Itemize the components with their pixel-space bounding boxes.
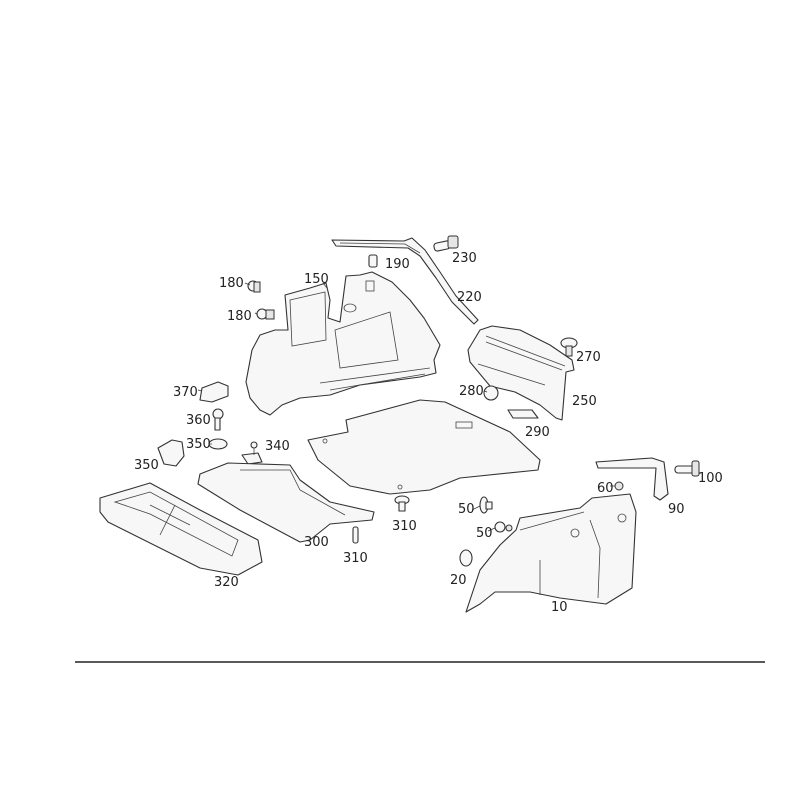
label-220: 220 (457, 290, 482, 305)
label-230: 230 (452, 251, 477, 266)
label-180-lower: 180 (227, 309, 252, 324)
part-280-clip[interactable] (483, 385, 499, 401)
part-230-clip[interactable] (433, 235, 459, 252)
part-320-storage-tray[interactable] (99, 482, 263, 576)
label-100: 100 (698, 471, 723, 486)
label-340: 340 (265, 439, 290, 454)
part-270-clip[interactable] (560, 337, 578, 357)
part-350-washer[interactable] (208, 438, 228, 450)
part-180-clip-upper[interactable] (247, 280, 261, 293)
label-90: 90 (668, 502, 685, 517)
part-350-lashing-eye[interactable] (157, 439, 185, 467)
label-180-upper: 180 (219, 276, 244, 291)
label-20: 20 (450, 573, 467, 588)
part-90-bracket[interactable] (595, 457, 669, 501)
label-60: 60 (597, 481, 614, 496)
label-50-upper: 50 (458, 502, 475, 517)
part-180-clip-lower[interactable] (256, 308, 275, 320)
part-60-nut[interactable] (614, 481, 624, 491)
label-360: 360 (186, 413, 211, 428)
part-190-clip[interactable] (368, 254, 378, 268)
label-270: 270 (576, 350, 601, 365)
label-370: 370 (173, 385, 198, 400)
part-310-clip-left[interactable] (352, 526, 359, 544)
label-50-lower: 50 (476, 526, 493, 541)
label-350-lower: 350 (134, 458, 159, 473)
label-250: 250 (572, 394, 597, 409)
label-320: 320 (214, 575, 239, 590)
part-100-clip[interactable] (674, 460, 700, 477)
part-250-rear-trim[interactable] (467, 325, 575, 421)
part-300-front-panel[interactable] (197, 462, 375, 543)
part-340-clip[interactable] (241, 441, 263, 465)
part-370-cover[interactable] (199, 381, 229, 403)
label-300: 300 (304, 535, 329, 550)
leader-lines (197, 282, 615, 532)
part-220-strip[interactable] (331, 237, 479, 325)
label-350-upper: 350 (186, 437, 211, 452)
label-310-right: 310 (392, 519, 417, 534)
label-150: 150 (304, 272, 329, 287)
part-150-left-side-trim[interactable] (245, 271, 441, 416)
part-floor-panel[interactable] (307, 399, 541, 495)
label-290: 290 (525, 425, 550, 440)
part-360-screw[interactable] (212, 408, 224, 431)
part-20-clip[interactable] (459, 549, 473, 567)
label-280: 280 (459, 384, 484, 399)
part-310-clip-right[interactable] (394, 495, 410, 512)
label-10: 10 (551, 600, 568, 615)
label-310-left: 310 (343, 551, 368, 566)
part-10-right-side-trim[interactable] (465, 493, 637, 613)
part-290-pad[interactable] (507, 409, 539, 419)
label-190: 190 (385, 257, 410, 272)
part-50-clip-lower[interactable] (494, 521, 513, 533)
part-50-clip-upper[interactable] (479, 496, 493, 514)
